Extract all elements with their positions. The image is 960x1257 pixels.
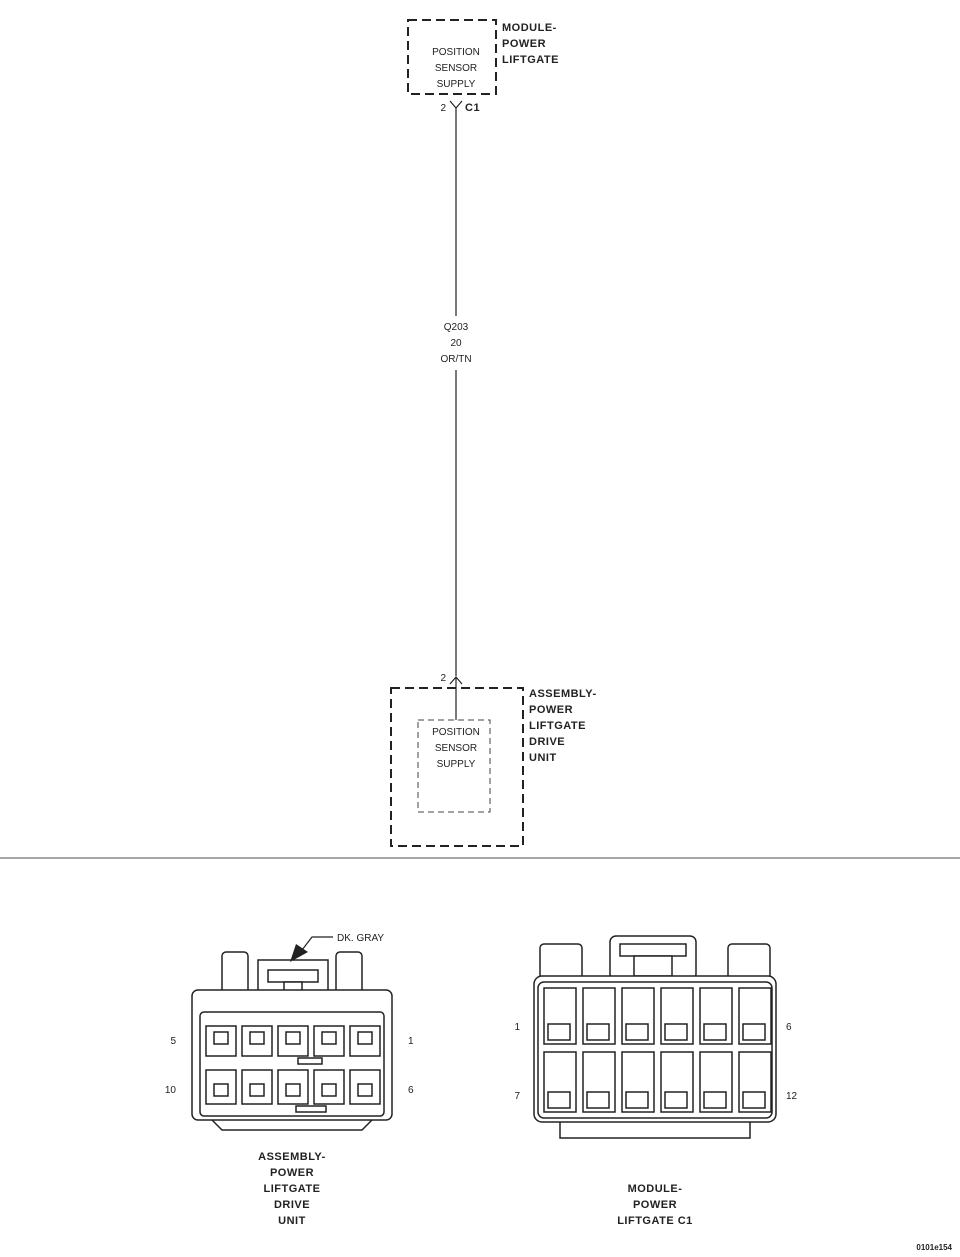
drive-unit-inner-line-3: SUPPLY xyxy=(437,759,476,770)
module-pin-number: 2 xyxy=(440,103,446,114)
left-conn-pin-top-left: 5 xyxy=(170,1036,176,1047)
module-connector-symbol xyxy=(449,100,463,112)
drive-unit-inner-outline xyxy=(417,719,491,813)
left-conn-pin-bottom-right: 6 xyxy=(408,1085,414,1096)
right-conn-caption-3: LIFTGATE C1 xyxy=(617,1215,693,1227)
right-conn-pin-bottom-right: 12 xyxy=(786,1091,798,1102)
module-inner-line-1: POSITION xyxy=(432,47,480,58)
drive-unit-inner-line-2: SENSOR xyxy=(435,743,477,754)
cavities-bottom-row xyxy=(205,1069,381,1105)
cavities-top-row xyxy=(205,1025,381,1057)
module-outline xyxy=(407,19,497,95)
figure-id: 0101e154 xyxy=(916,1243,952,1252)
right-conn-pin-top-left: 1 xyxy=(514,1022,520,1033)
drive-unit-name-line-2: POWER xyxy=(529,704,573,716)
drive-unit-inner-line-1: POSITION xyxy=(432,727,480,738)
wire-circuit: Q203 xyxy=(444,322,469,333)
left-conn-caption-4: DRIVE xyxy=(274,1199,310,1211)
drive-unit-name-line-5: UNIT xyxy=(529,752,557,764)
left-conn-caption-1: ASSEMBLY- xyxy=(258,1151,326,1163)
left-conn-pin-bottom-left: 10 xyxy=(165,1085,177,1096)
module-name-line-1: MODULE- xyxy=(502,22,557,34)
module-inner-line-2: SENSOR xyxy=(435,63,477,74)
dk-gray-callout: DK. GRAY xyxy=(337,933,384,944)
left-conn-pin-top-right: 1 xyxy=(408,1036,414,1047)
drive-unit-name-line-4: DRIVE xyxy=(529,736,565,748)
module-inner-line-3: SUPPLY xyxy=(437,79,476,90)
cavities-bottom-row-c1 xyxy=(543,1051,772,1113)
drive-unit-name-line-1: ASSEMBLY- xyxy=(529,688,597,700)
left-conn-caption-5: UNIT xyxy=(278,1215,306,1227)
right-conn-caption-2: POWER xyxy=(633,1199,677,1211)
right-conn-pin-top-right: 6 xyxy=(786,1022,792,1033)
wire-color: OR/TN xyxy=(440,354,471,365)
drive-unit-connector-symbol xyxy=(449,676,463,720)
drive-unit-pin-number: 2 xyxy=(440,673,446,684)
drive-unit-outline xyxy=(390,687,524,847)
dk-gray-arrowhead xyxy=(290,944,308,962)
dk-gray-leader xyxy=(301,936,333,951)
module-name-line-3: LIFTGATE xyxy=(502,54,559,66)
module-name-line-2: POWER xyxy=(502,38,546,50)
connector-face-module-c1 xyxy=(533,935,777,1139)
connector-face-drive-unit xyxy=(191,951,393,1131)
module-connector-id: C1 xyxy=(465,102,480,114)
cavities-top-row-c1 xyxy=(543,987,772,1045)
right-conn-pin-bottom-left: 7 xyxy=(514,1091,520,1102)
left-conn-caption-3: LIFTGATE xyxy=(264,1183,321,1195)
right-conn-caption-1: MODULE- xyxy=(628,1183,683,1195)
left-conn-caption-2: POWER xyxy=(270,1167,314,1179)
wire-gauge: 20 xyxy=(450,338,462,349)
drive-unit-name-line-3: LIFTGATE xyxy=(529,720,586,732)
